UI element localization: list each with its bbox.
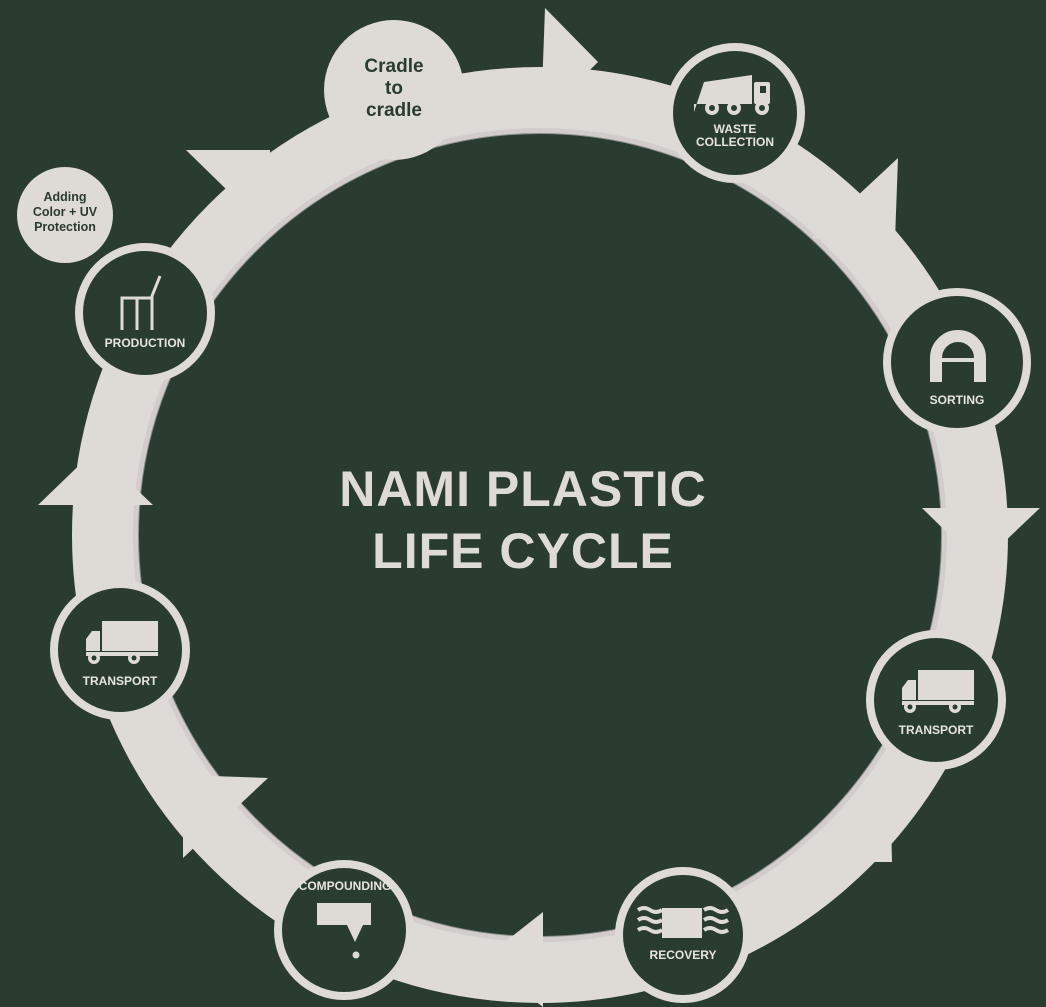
note-line: Cradle — [364, 56, 424, 77]
stage-label-sorting: SORTING — [897, 394, 1017, 407]
note-line: to — [385, 78, 403, 99]
label-line: RECOVERY — [649, 948, 717, 962]
note-line: Adding — [43, 190, 87, 204]
truck-icon — [86, 621, 158, 664]
cradle-to-cradle-note: Cradle to cradle — [324, 56, 464, 122]
arrow-head-upper-left — [186, 150, 270, 232]
arrow-head-bottom — [482, 912, 543, 1007]
label-line: TRANSPORT — [898, 723, 974, 737]
stage-label-compounding: COMPOUNDING — [280, 880, 410, 893]
arrow-head-lower-right — [810, 780, 892, 862]
color-uv-note: Adding Color + UV Protection — [15, 190, 115, 235]
diagram-title-line-2: LIFE CYCLE — [372, 523, 674, 579]
magnet-icon — [930, 330, 986, 382]
washing-water-icon — [636, 906, 730, 938]
arrow-head-lower-left — [183, 775, 268, 858]
label-line: COMPOUNDING — [298, 879, 392, 893]
stage-label-recovery: RECOVERY — [623, 949, 743, 962]
chair-icon — [120, 275, 162, 330]
note-line: Protection — [34, 220, 96, 234]
node-compounding — [274, 860, 414, 1000]
adding-bubble — [17, 167, 113, 263]
label-line: TRANSPORT — [82, 674, 158, 688]
note-line: Color + UV — [32, 205, 98, 219]
arrow-head-right — [922, 508, 1040, 565]
extruder-icon — [317, 903, 371, 959]
label-line: PRODUCTION — [104, 336, 186, 350]
diagram-title-line-1: NAMI PLASTIC — [339, 461, 707, 517]
label-line: COLLECTION — [696, 135, 774, 149]
arrow-head-top — [541, 8, 598, 118]
garbage-truck-icon — [694, 75, 770, 115]
cradle-bubble — [324, 20, 464, 160]
note-line: cradle — [366, 100, 422, 121]
label-line: WASTE — [713, 122, 757, 136]
stage-label-production: PRODUCTION — [80, 337, 210, 350]
stage-label-transport-left: TRANSPORT — [60, 675, 180, 688]
node-production — [75, 243, 215, 383]
arrow-head-upper-right — [812, 158, 898, 240]
truck-icon — [902, 670, 974, 713]
arrow-head-left — [38, 450, 153, 505]
stage-label-transport-right: TRANSPORT — [876, 724, 996, 737]
stage-label-waste-collection: WASTE COLLECTION — [675, 123, 795, 149]
label-line: SORTING — [929, 393, 985, 407]
